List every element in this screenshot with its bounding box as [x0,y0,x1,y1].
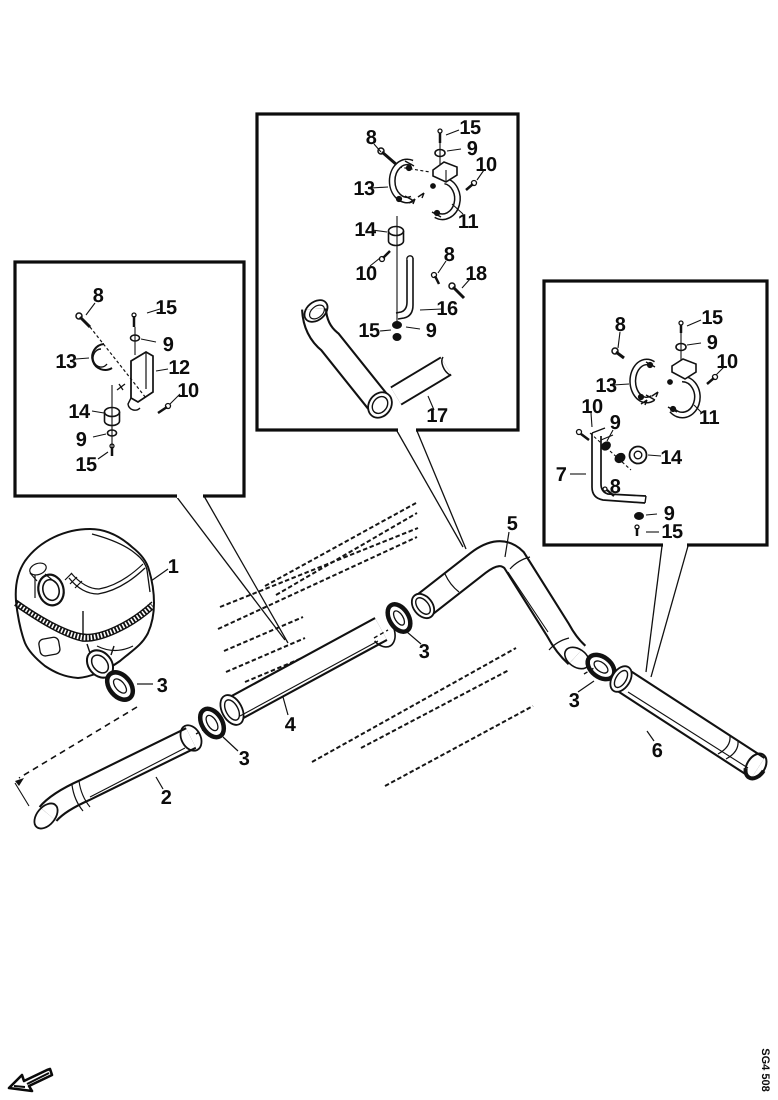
svg-text:5: 5 [507,513,518,535]
svg-text:9: 9 [610,412,621,434]
svg-text:14: 14 [68,401,91,423]
svg-text:2: 2 [161,787,172,809]
svg-text:9: 9 [426,320,437,342]
svg-text:10: 10 [475,154,497,176]
svg-text:9: 9 [76,429,87,451]
svg-text:10: 10 [355,263,377,285]
svg-text:15: 15 [75,454,97,476]
svg-text:16: 16 [436,298,458,320]
svg-text:9: 9 [467,138,478,160]
svg-text:3: 3 [239,748,250,770]
svg-text:3: 3 [419,641,430,663]
svg-text:6: 6 [652,740,663,762]
svg-text:13: 13 [353,178,375,200]
svg-text:10: 10 [177,380,199,402]
svg-text:11: 11 [699,407,720,429]
svg-text:8: 8 [444,244,455,266]
svg-text:8: 8 [610,476,621,498]
svg-text:15: 15 [701,307,723,329]
svg-text:15: 15 [358,320,380,342]
svg-text:4: 4 [285,714,297,736]
svg-text:17: 17 [426,405,448,427]
svg-text:14: 14 [354,219,377,241]
svg-text:3: 3 [157,675,168,697]
svg-text:9: 9 [163,334,174,356]
svg-text:9: 9 [707,332,718,354]
svg-text:7: 7 [556,464,567,486]
svg-text:13: 13 [55,351,77,373]
svg-text:9: 9 [664,503,675,525]
svg-text:10: 10 [716,351,738,373]
svg-text:12: 12 [168,357,190,379]
svg-text:SG4 508: SG4 508 [759,1048,771,1091]
svg-text:13: 13 [595,375,617,397]
svg-text:15: 15 [661,521,683,543]
svg-text:14: 14 [660,447,683,469]
svg-text:8: 8 [615,314,626,336]
svg-text:15: 15 [459,117,481,139]
svg-text:10: 10 [581,396,603,418]
svg-text:1: 1 [168,556,179,578]
svg-text:8: 8 [93,285,104,307]
svg-text:18: 18 [465,263,487,285]
svg-text:3: 3 [569,690,580,712]
svg-text:8: 8 [366,127,377,149]
svg-text:15: 15 [155,297,177,319]
svg-text:11: 11 [458,211,479,233]
